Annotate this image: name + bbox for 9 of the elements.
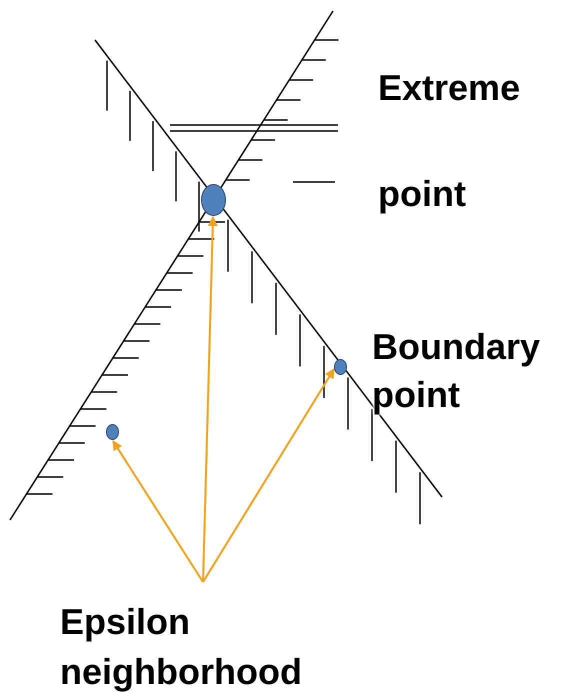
arrow bbox=[112, 440, 204, 583]
extreme-point-marker bbox=[201, 184, 226, 216]
arrow bbox=[202, 368, 335, 583]
interior-point-marker bbox=[106, 424, 119, 440]
point-label: Extreme point bbox=[378, 35, 558, 247]
neighborhood-label: Epsilon neighborhood bbox=[60, 597, 360, 695]
arrow bbox=[202, 216, 218, 582]
boundary-point-marker bbox=[334, 359, 347, 375]
point-label: Boundary point bbox=[372, 323, 572, 419]
